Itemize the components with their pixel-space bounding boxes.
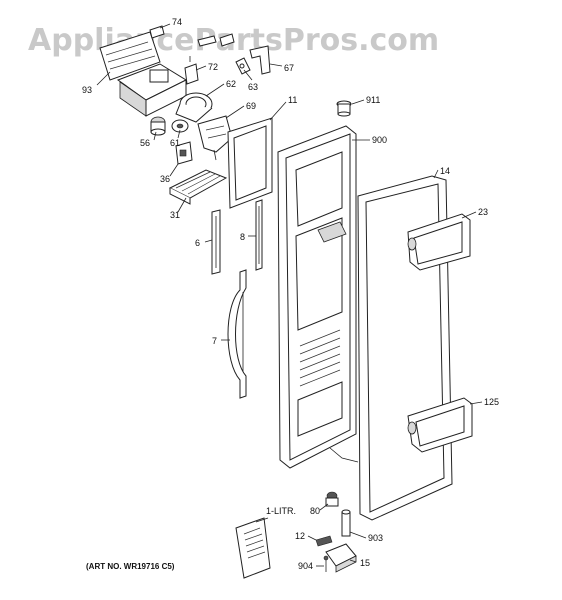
part-7-door-handle — [227, 269, 247, 399]
part-900-door-assembly — [277, 125, 359, 469]
part-80-fitting — [325, 491, 339, 507]
part-small-top-bits — [197, 33, 235, 47]
part-61-coupler — [171, 119, 189, 133]
part-903-tube — [341, 509, 351, 537]
callout-93: 93 — [82, 85, 92, 95]
part-11-dispenser-frame — [227, 117, 273, 209]
part-62-ring-funnel — [175, 92, 213, 123]
callout-56: 56 — [140, 138, 150, 148]
callout-80: 80 — [310, 506, 320, 516]
callout-23: 23 — [478, 207, 488, 217]
callout-14: 14 — [440, 166, 450, 176]
part-74-bracket — [149, 25, 165, 39]
callout-72: 72 — [208, 62, 218, 72]
callout-12: 12 — [295, 531, 305, 541]
part-1-litr-literature — [235, 517, 271, 579]
callout-labels: 74 93 72 67 63 62 911 69 11 56 61 900 36… — [82, 17, 499, 571]
callout-911: 911 — [366, 95, 380, 105]
callout-15: 15 — [360, 558, 370, 568]
part-6-strip — [211, 209, 221, 275]
callout-1-litr: 1-LITR. — [266, 506, 296, 516]
part-31-drip-grille — [168, 169, 228, 205]
callout-7: 7 — [212, 336, 217, 346]
callout-61: 61 — [170, 138, 180, 148]
part-23-door-bin — [407, 213, 471, 271]
part-12-clip — [315, 535, 333, 547]
callout-36: 36 — [160, 174, 170, 184]
callout-69: 69 — [246, 101, 256, 111]
callout-67: 67 — [284, 63, 294, 73]
part-67-bracket — [249, 45, 271, 75]
part-36-switch — [175, 141, 193, 165]
art-number: (ART NO. WR19716 C5) — [86, 562, 175, 571]
callout-31: 31 — [170, 210, 180, 220]
callout-6: 6 — [195, 238, 200, 248]
callout-904: 904 — [298, 561, 313, 571]
part-15-bracket — [325, 543, 357, 573]
callout-125: 125 — [484, 397, 499, 407]
part-63-clip — [235, 57, 251, 75]
callout-900: 900 — [372, 135, 387, 145]
callout-74: 74 — [172, 17, 182, 27]
part-904-screw — [323, 555, 329, 572]
part-56-cylinder — [150, 116, 166, 136]
callout-63: 63 — [248, 82, 258, 92]
part-69-chute — [197, 115, 233, 161]
callout-903: 903 — [368, 533, 383, 543]
part-72-actuator — [184, 56, 199, 85]
part-8-strip — [255, 199, 263, 271]
part-125-door-bin — [407, 397, 473, 453]
callout-leader-lines — [96, 23, 483, 567]
callout-8: 8 — [240, 232, 245, 242]
part-911-plug — [336, 100, 352, 117]
callout-11: 11 — [288, 95, 297, 105]
callout-62: 62 — [226, 79, 236, 89]
